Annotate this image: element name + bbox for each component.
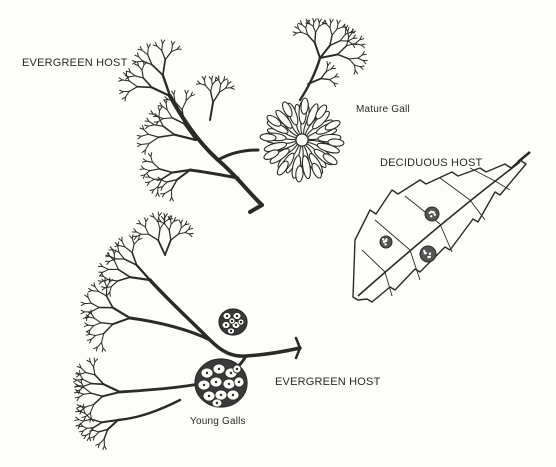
evergreen-branch-top	[119, 18, 368, 212]
label-evergreen-host-bottom: EVERGREEN HOST	[275, 377, 381, 388]
young-gall-upper	[219, 309, 247, 335]
label-young-galls: Young Galls	[190, 417, 246, 427]
label-mature-gall: Mature Gall	[356, 105, 410, 115]
evergreen-branch-bottom	[73, 212, 300, 449]
mature-gall	[260, 98, 344, 182]
label-evergreen-host-top: EVERGREEN HOST	[22, 58, 128, 69]
young-gall-lower	[195, 359, 247, 407]
label-deciduous-host: DECIDUOUS HOST	[380, 158, 482, 169]
deciduous-leaf	[353, 152, 530, 302]
